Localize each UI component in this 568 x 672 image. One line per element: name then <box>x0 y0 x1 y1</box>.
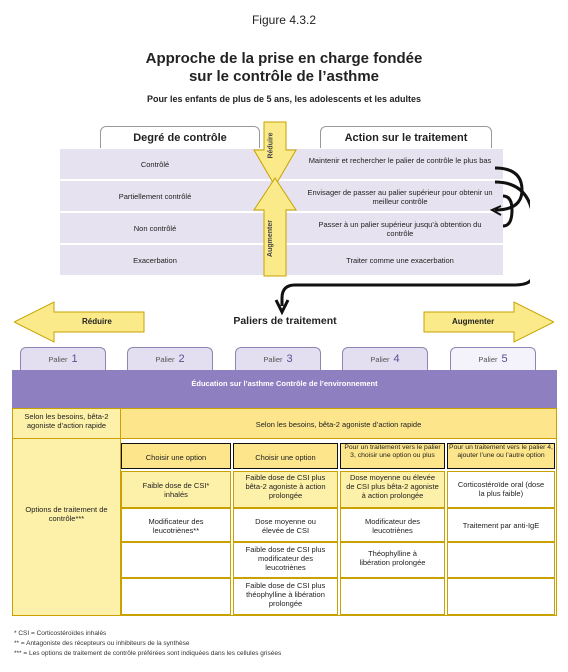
treatment-action-label: Envisager de passer au palier supérieur … <box>307 188 493 206</box>
reduce-vertical-label: Réduire <box>267 132 275 159</box>
palier-word: Palier <box>478 355 498 364</box>
cell-p4-r2: Modificateur des leucotriènes <box>340 508 445 542</box>
connector-down-head <box>274 299 290 316</box>
increase-label: Augmenter <box>452 317 495 326</box>
reduce-label: Réduire <box>82 317 112 326</box>
palier-number: 1 <box>71 353 78 365</box>
connector-arrows <box>274 166 530 316</box>
title-line-1: Approche de la prise en charge fondée <box>145 50 423 67</box>
cell-p3-r1: Faible dose de CSI plus bêta-2 agoniste … <box>233 471 338 508</box>
palier-number: 5 <box>501 353 508 365</box>
col-header-palier-3: Choisir une option <box>233 443 338 469</box>
palier-word: Palier <box>263 355 283 364</box>
cell-p4-r1: Dose moyenne ou élevée de CSI plus bêta-… <box>340 471 445 508</box>
education-text: Éducation sur l’asthme Contrôle de l’env… <box>191 379 378 388</box>
increase-up-arrow <box>253 177 297 277</box>
palier-number: 4 <box>393 353 400 365</box>
cell-p2-r1: Faible dose de CSI* inhalés <box>121 471 231 508</box>
cell-p2-r3 <box>121 542 231 578</box>
steps-title: Paliers de traitement <box>233 315 337 327</box>
treatment-action-label: Passer à un palier supérieur jusqu’à obt… <box>318 220 482 238</box>
vertical-arrows <box>253 121 297 277</box>
reduce-left-arrow <box>14 301 145 343</box>
cell-p4-r3: Théophylline à libération prolongée <box>340 542 445 578</box>
horizontal-arrows <box>14 301 554 343</box>
treatment-action-label: Traiter comme une exacerbation <box>346 256 454 265</box>
education-band: Éducation sur l’asthme Contrôle de l’env… <box>12 370 557 408</box>
connector-up-head <box>489 205 502 216</box>
figure-label: Figure 4.3.2 <box>251 13 317 27</box>
title-line-2: sur le contrôle de l’asthme <box>188 68 380 85</box>
cell-p5-r3 <box>447 542 555 578</box>
control-level-label: Contrôlé <box>140 160 170 169</box>
control-level-header: Degré de contrôle <box>100 126 260 149</box>
footnote-1: * CSI = Corticostéroïdes inhalés <box>14 630 107 637</box>
cell-p4-r4 <box>340 578 445 615</box>
cell-p5-r4 <box>447 578 555 615</box>
cell-p2-r4 <box>121 578 231 615</box>
connector-down-path <box>280 180 530 306</box>
footnote-3: *** = Les options de traitement de contr… <box>14 650 282 657</box>
palier-number: 3 <box>286 353 293 365</box>
cell-p2-r2: Modificateur des leucotriènes** <box>121 508 231 542</box>
col-header-palier-4: Pour un traitement vers le palier 3, cho… <box>340 443 445 469</box>
cell-p5-r2: Traitement par anti-IgE <box>447 508 555 542</box>
palier-word: Palier <box>48 355 68 364</box>
control-level-label: Non contrôlé <box>133 224 177 233</box>
cell-p3-r4: Faible dose de CSI plus théophylline à l… <box>233 578 338 615</box>
palier-word: Palier <box>155 355 175 364</box>
as-needed-left-cell: Selon les besoins, bêta-2 agoniste d’act… <box>13 409 121 439</box>
subtitle: Pour les enfants de plus de 5 ans, les a… <box>146 94 422 104</box>
palier-number: 2 <box>178 353 185 365</box>
col-header-palier-5: Pour un traitement vers le palier 4, ajo… <box>447 443 555 469</box>
page-title: Approche de la prise en charge fondée su… <box>0 50 568 86</box>
cell-p3-r2: Dose moyenne ou élevée de CSI <box>233 508 338 542</box>
footnote-2: ** = Antagoniste des récepteurs ou inhib… <box>14 640 190 647</box>
control-options-label: Options de traitement de contrôle*** <box>13 439 121 615</box>
connector-mid-path <box>502 194 514 228</box>
col-header-palier-2: Choisir une option <box>121 443 231 469</box>
control-level-label: Exacerbation <box>133 256 177 265</box>
treatment-action-header: Action sur le traitement <box>320 126 492 149</box>
increase-right-arrow <box>423 301 554 343</box>
cell-p5-r1: Corticostéroïde oral (dose la plus faibl… <box>447 471 555 508</box>
treatment-action-label: Maintenir et rechercher le palier de con… <box>308 156 492 165</box>
as-needed-right-cell: Selon les besoins, bêta-2 agoniste d’act… <box>121 409 556 439</box>
palier-word: Palier <box>370 355 390 364</box>
control-level-label: Partiellement contrôlé <box>118 192 192 201</box>
cell-p3-r3: Faible dose de CSI plus modificateur des… <box>233 542 338 578</box>
reduce-down-arrow <box>253 121 297 187</box>
